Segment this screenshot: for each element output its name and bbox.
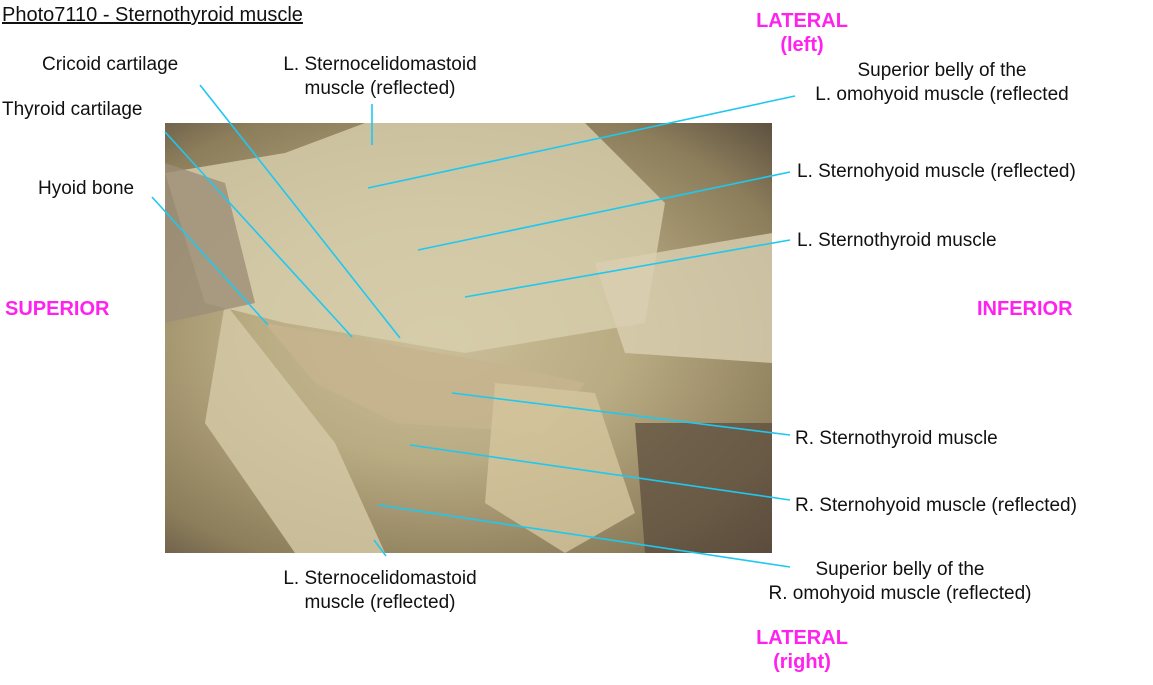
label-l-sternocleidomastoid-bottom: L. Sternocelidomastoid muscle (reflected…	[262, 567, 498, 615]
label-r-omohyoid: Superior belly of the R. omohyoid muscle…	[745, 558, 1055, 606]
label-hyoid-bone: Hyoid bone	[38, 178, 135, 199]
orientation-top-line2: (left)	[780, 34, 824, 56]
label-cricoid-cartilage: Cricoid cartilage	[42, 54, 179, 75]
label-line: muscle (reflected)	[304, 592, 456, 613]
leader-l-sternohyoid	[417, 171, 791, 251]
orientation-superior: SUPERIOR	[5, 298, 110, 320]
label-l-sternocleidomastoid-top: L. Sternocelidomastoid muscle (reflected…	[262, 53, 498, 101]
label-line: Superior belly of the	[857, 60, 1027, 81]
leader-hyoid	[151, 196, 269, 326]
label-line: Superior belly of the	[815, 559, 985, 580]
orientation-inferior: INFERIOR	[977, 298, 1073, 320]
leader-l-scm-bottom	[373, 539, 387, 557]
page-title: Photo7110 - Sternothyroid muscle	[2, 4, 303, 26]
leader-l-omohyoid	[367, 95, 796, 189]
label-line: R. omohyoid muscle (reflected)	[768, 583, 1032, 604]
orientation-top-line1: LATERAL	[756, 10, 848, 32]
label-line: L. Sternocelidomastoid	[283, 54, 477, 75]
leader-l-sternothyroid	[464, 239, 791, 298]
dissection-photo	[165, 123, 772, 553]
orientation-lateral-left: LATERAL (left)	[742, 9, 862, 57]
leader-r-sternothyroid	[451, 392, 791, 436]
photo-shapes	[165, 123, 772, 553]
leader-cricoid	[199, 84, 401, 339]
label-line: L. Sternocelidomastoid	[283, 568, 477, 589]
orientation-bottom-line1: LATERAL	[756, 627, 848, 649]
label-l-sternohyoid: L. Sternohyoid muscle (reflected)	[797, 161, 1076, 182]
label-line: muscle (reflected)	[304, 78, 456, 99]
label-r-sternothyroid: R. Sternothyroid muscle	[795, 428, 998, 449]
orientation-bottom-line2: (right)	[773, 651, 831, 673]
leader-thyroid	[164, 131, 353, 338]
orientation-lateral-right: LATERAL (right)	[742, 626, 862, 674]
label-l-omohyoid: Superior belly of the L. omohyoid muscle…	[790, 59, 1094, 107]
label-l-sternothyroid: L. Sternothyroid muscle	[797, 230, 997, 251]
label-thyroid-cartilage: Thyroid cartilage	[2, 99, 143, 120]
label-line: L. omohyoid muscle (reflected	[815, 84, 1069, 105]
leader-r-omohyoid	[377, 504, 791, 568]
leader-r-sternohyoid	[409, 444, 791, 501]
label-r-sternohyoid: R. Sternohyoid muscle (reflected)	[795, 495, 1077, 516]
